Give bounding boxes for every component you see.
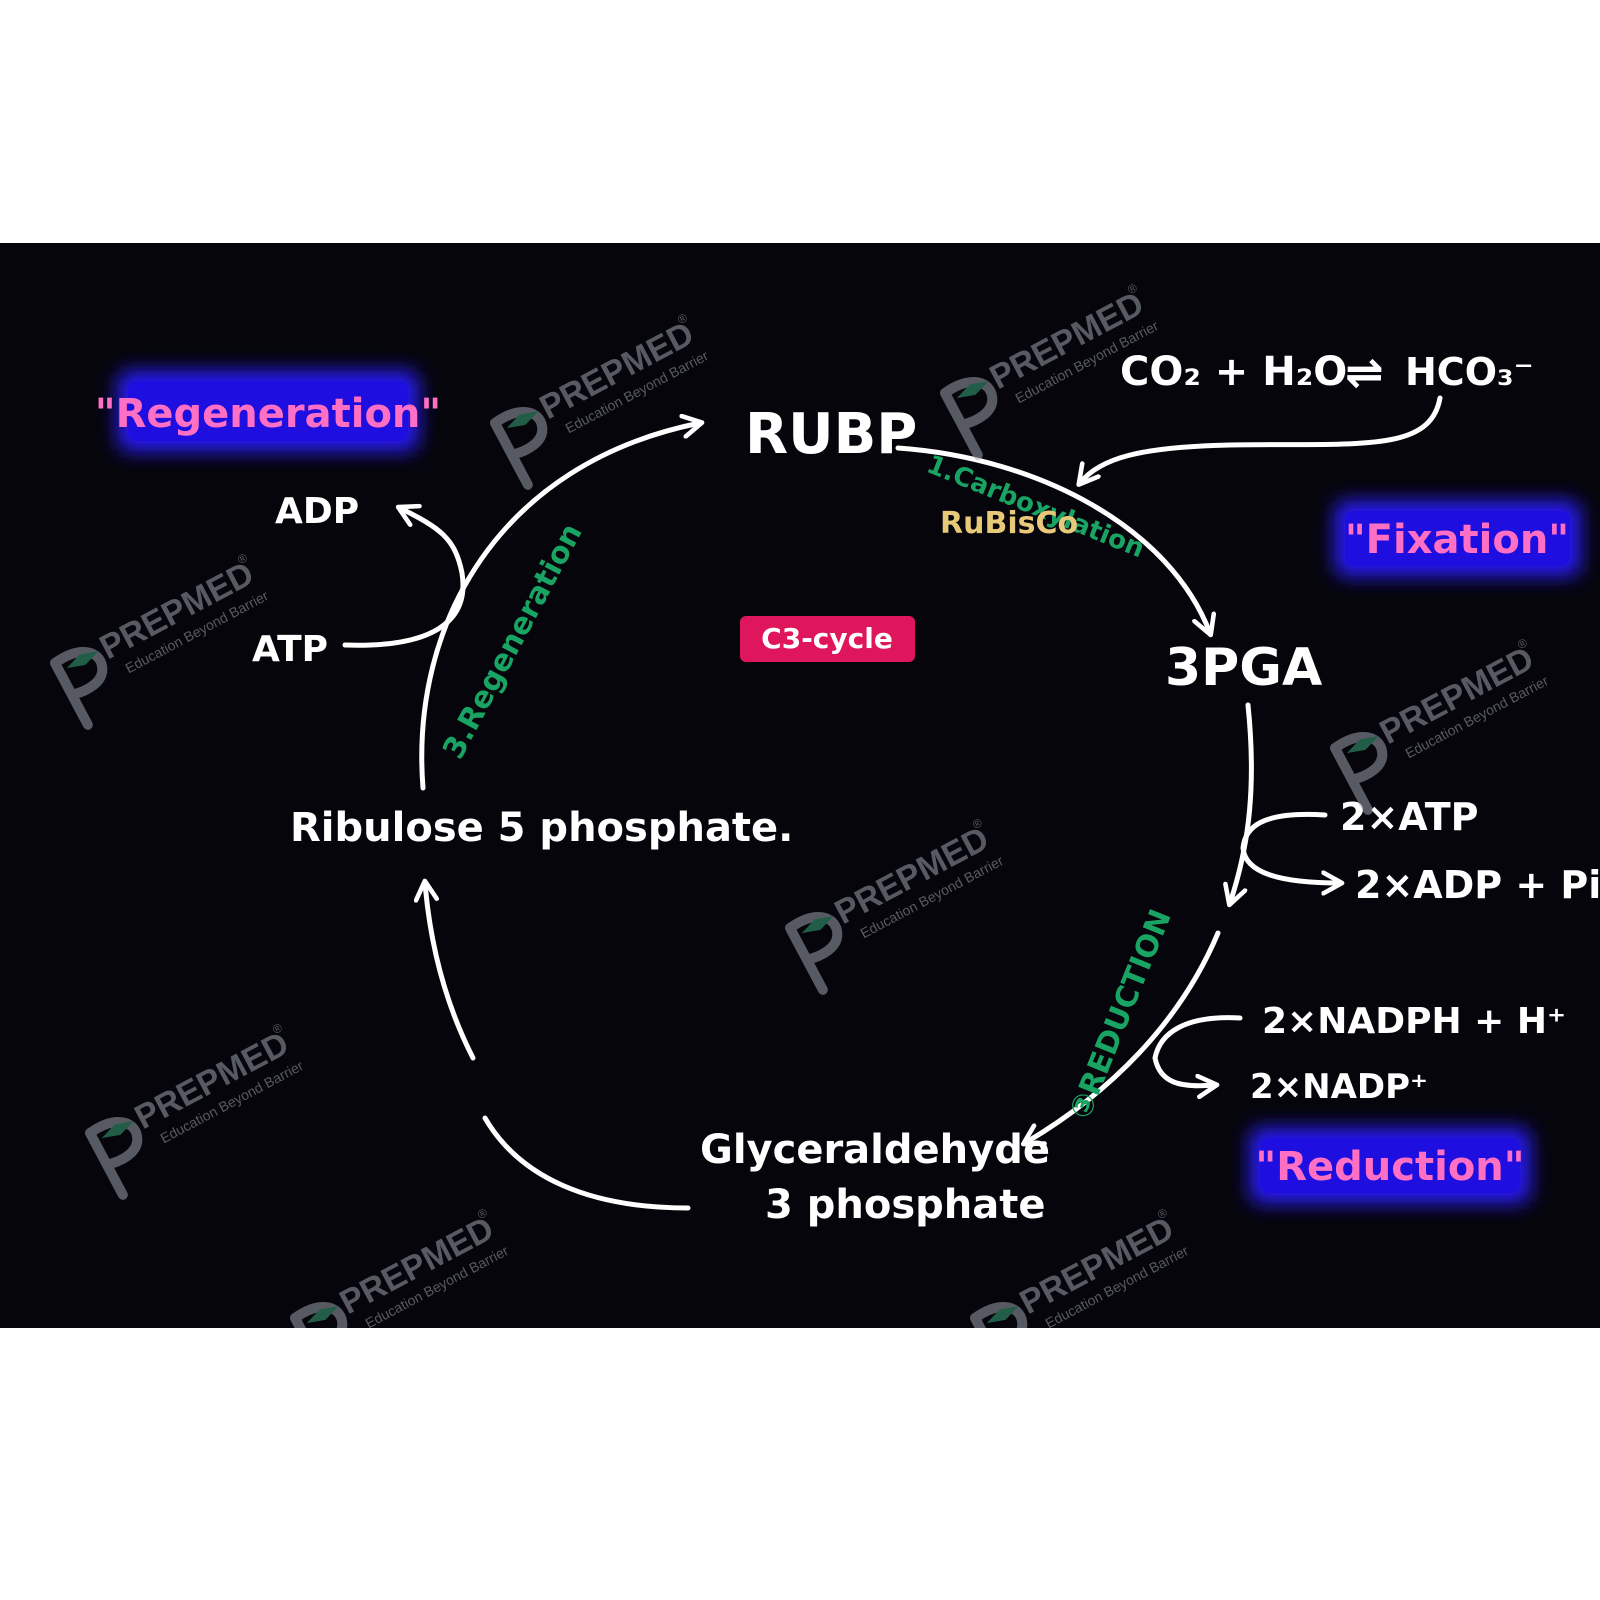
arrow-ribulose-to-rubp [419,423,700,791]
highlight-reduction-text: "Reduction" [1255,1144,1524,1190]
c3-cycle-label: C3-cycle [740,616,915,662]
highlight-regeneration: "Regeneration" [95,371,441,451]
cofactor-atp: ATP [252,629,328,670]
watermark-logo: PREPMED ® Education Beyond Barrier [85,1020,306,1200]
watermark-logo: PREPMED ® Education Beyond Barrier [50,550,271,730]
co2-equation: CO₂ + H₂O ⇌ HCO₃⁻ [1120,345,1534,399]
cofactor-2adp-pi: 2×ADP + Pi [1355,863,1600,907]
highlight-reduction: "Reduction" [1250,1128,1530,1203]
highlight-fixation: "Fixation" [1335,501,1580,576]
equation-left: CO₂ + H₂O [1120,349,1347,395]
arrow-rubp-to-3pga [895,445,1210,633]
cofactor-adp: ADP [275,491,359,532]
arrow-bicarbonate-input [1080,395,1443,483]
node-g3p-line2: 3 phosphate [765,1182,1046,1228]
arrow-reduction-to-g3p [1025,930,1221,1143]
highlight-regeneration-text: "Regeneration" [95,391,441,437]
equation-right: HCO₃⁻ [1405,350,1534,394]
center-label-text: C3-cycle [761,622,893,655]
node-ribulose-5-phosphate: Ribulose 5 phosphate. [290,805,793,851]
node-g3p-line1: Glyceraldehyde [700,1127,1050,1173]
node-rubp: RUBP [745,402,917,467]
watermark-logo: PREPMED ® Education Beyond Barrier [1330,635,1551,815]
watermark-logo: PREPMED ® Education Beyond Barrier [490,310,711,490]
watermark-logo: PREPMED ® Education Beyond Barrier [290,1205,511,1328]
chalkboard: "Regeneration" "Fixation" "Reduction" C3… [0,243,1600,1328]
equilibrium-arrow: ⇌ [1345,345,1384,399]
step-reduction: ③REDUCTION [1063,905,1179,1124]
arrow-nadph-nadp [1152,1015,1243,1086]
arrow-atp-adp-regeneration [342,508,466,648]
watermark-logo: PREPMED ® Education Beyond Barrier [785,815,1006,995]
highlight-fixation-text: "Fixation" [1345,517,1569,563]
arrow-atp-adp-reduction [1240,811,1340,883]
cofactor-2nadph: 2×NADPH + H⁺ [1262,1001,1566,1042]
arrow-g3p-to-ribulose [482,1115,691,1211]
c3-cycle-diagram: "Regeneration" "Fixation" "Reduction" C3… [50,280,1600,1328]
enzyme-rubisco: RuBisCo [940,506,1078,541]
arrow-3pga-to-reduction [1230,702,1254,903]
cofactor-2nadp: 2×NADP⁺ [1250,1067,1428,1107]
arrow-ribulose-return [425,883,476,1061]
node-3pga: 3PGA [1165,638,1322,698]
